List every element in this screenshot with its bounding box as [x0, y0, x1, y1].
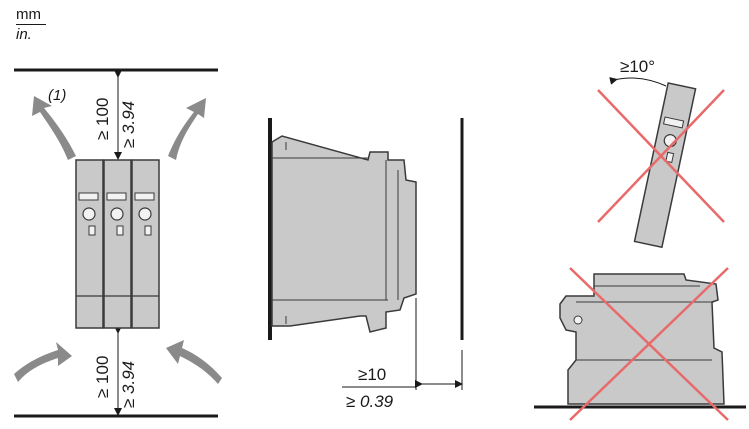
airflow-arrow-icon [14, 342, 72, 382]
device-module-3 [131, 159, 160, 329]
device-side-body [271, 135, 417, 333]
device-module-1 [75, 159, 104, 329]
airflow-arrow-icon [166, 340, 222, 384]
airflow-arrow-icon [32, 96, 76, 160]
panel-prohibited-flat [534, 267, 746, 421]
side-clearance-in: ≥ 0.39 [346, 392, 394, 411]
tilt-angle-arc-icon [609, 77, 667, 87]
unit-metric: mm [16, 6, 41, 23]
prohibited-cross-icon [569, 267, 729, 421]
unit-imperial: in. [16, 24, 46, 44]
tilted-device [633, 82, 697, 249]
tilt-limit-label: ≥10° [620, 57, 655, 76]
mounting-plate [268, 118, 272, 340]
panel-clearance-view: ≥ 100 ≥ 3.94 ≥ 100 ≥ 3.94 (1) [14, 68, 222, 418]
airflow-arrow-icon [168, 98, 206, 160]
top-clearance-mm: ≥ 100 [93, 98, 112, 140]
side-clearance-mm: ≥10 [358, 365, 386, 384]
top-clearance-in: ≥ 3.94 [119, 101, 138, 148]
panel-prohibited-tilt: ≥10° [597, 57, 725, 249]
prohibited-cross-icon [597, 89, 725, 223]
panel-side-view: ≥10 ≥ 0.39 [268, 118, 464, 411]
device-module-2 [103, 159, 132, 329]
bottom-clearance-in: ≥ 3.94 [119, 361, 138, 408]
bottom-clearance-mm: ≥ 100 [93, 356, 112, 398]
note-marker: (1) [48, 87, 66, 104]
unit-legend: mm in. [16, 6, 56, 44]
